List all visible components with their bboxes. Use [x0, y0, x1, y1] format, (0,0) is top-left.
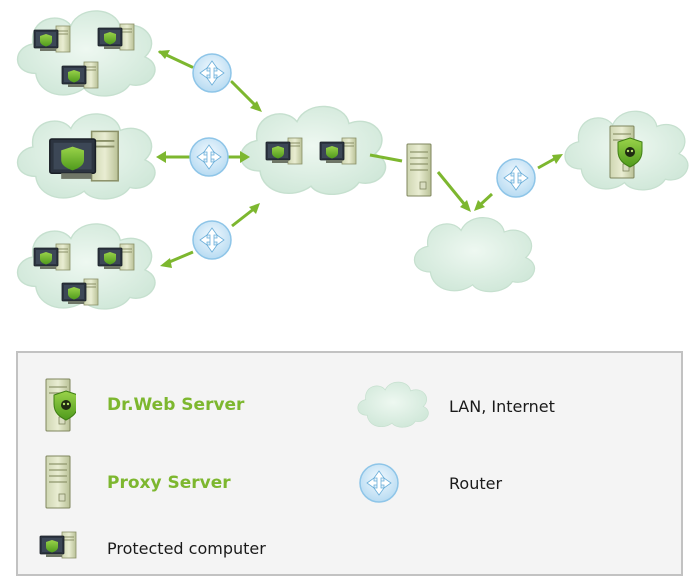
arrowhead	[460, 200, 471, 212]
link-arrow	[231, 206, 256, 228]
arrowhead	[240, 151, 250, 163]
proxy-server-icon	[406, 143, 432, 197]
protected-computer-icon	[61, 278, 99, 306]
router-label: Router	[449, 474, 503, 493]
protected-computer-icon	[265, 137, 303, 165]
link-arrow	[537, 156, 557, 170]
link-arrow	[436, 171, 467, 206]
arrowhead	[474, 200, 485, 211]
arrowhead	[250, 101, 262, 112]
protected-computer-icon	[39, 531, 77, 559]
router-icon	[192, 53, 232, 93]
link-arrow	[230, 80, 260, 110]
proxy-server-icon	[45, 455, 71, 509]
drweb-server-icon	[45, 378, 76, 432]
link-arrow	[369, 153, 403, 163]
link-arrow	[166, 250, 194, 265]
arrowhead	[552, 154, 563, 164]
lan-internet-label: LAN, Internet	[449, 397, 555, 416]
router-icon	[359, 463, 399, 503]
drweb-server-label: Dr.Web Server	[107, 395, 245, 415]
arrowhead	[160, 258, 172, 268]
network-diagram	[16, 10, 689, 310]
protected-computer-icon	[97, 243, 135, 271]
protected-computer-icon	[61, 61, 99, 89]
lan-cloud-center	[240, 105, 387, 196]
router-icon	[192, 220, 232, 260]
protected-computer-icon	[319, 137, 357, 165]
internet-cloud	[413, 217, 536, 293]
arrowhead	[249, 203, 260, 214]
legend-box: Dr.Web Server Proxy Server Protected com…	[16, 351, 683, 576]
proxy-server-label: Proxy Server	[107, 473, 231, 493]
arrowhead	[156, 151, 166, 163]
protected-computer-icon	[48, 130, 120, 182]
protected-computer-label: Protected computer	[107, 539, 266, 558]
router-icon	[496, 158, 536, 198]
protected-computer-icon	[33, 243, 71, 271]
router-icon	[189, 137, 229, 177]
link-arrow	[478, 192, 494, 207]
protected-computer-icon	[97, 23, 135, 51]
cloud-icon	[357, 381, 429, 428]
protected-computer-icon	[33, 25, 71, 53]
arrowhead	[158, 50, 170, 59]
